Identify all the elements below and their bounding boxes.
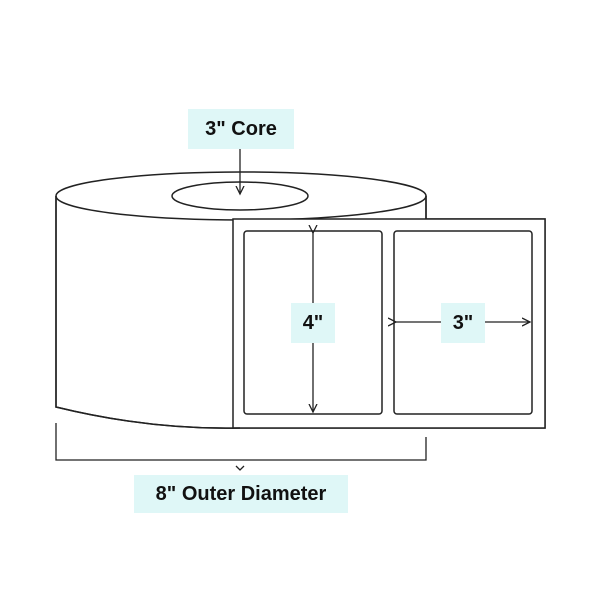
- outer-diameter-pointer: [235, 465, 245, 471]
- core-size-label: 3" Core: [188, 109, 294, 149]
- label-height-dimension: 4": [291, 303, 335, 343]
- outer-diameter-label: 8" Outer Diameter: [134, 475, 348, 513]
- outer-diameter-bracket: [55, 423, 427, 461]
- label-width-dimension: 3": [441, 303, 485, 343]
